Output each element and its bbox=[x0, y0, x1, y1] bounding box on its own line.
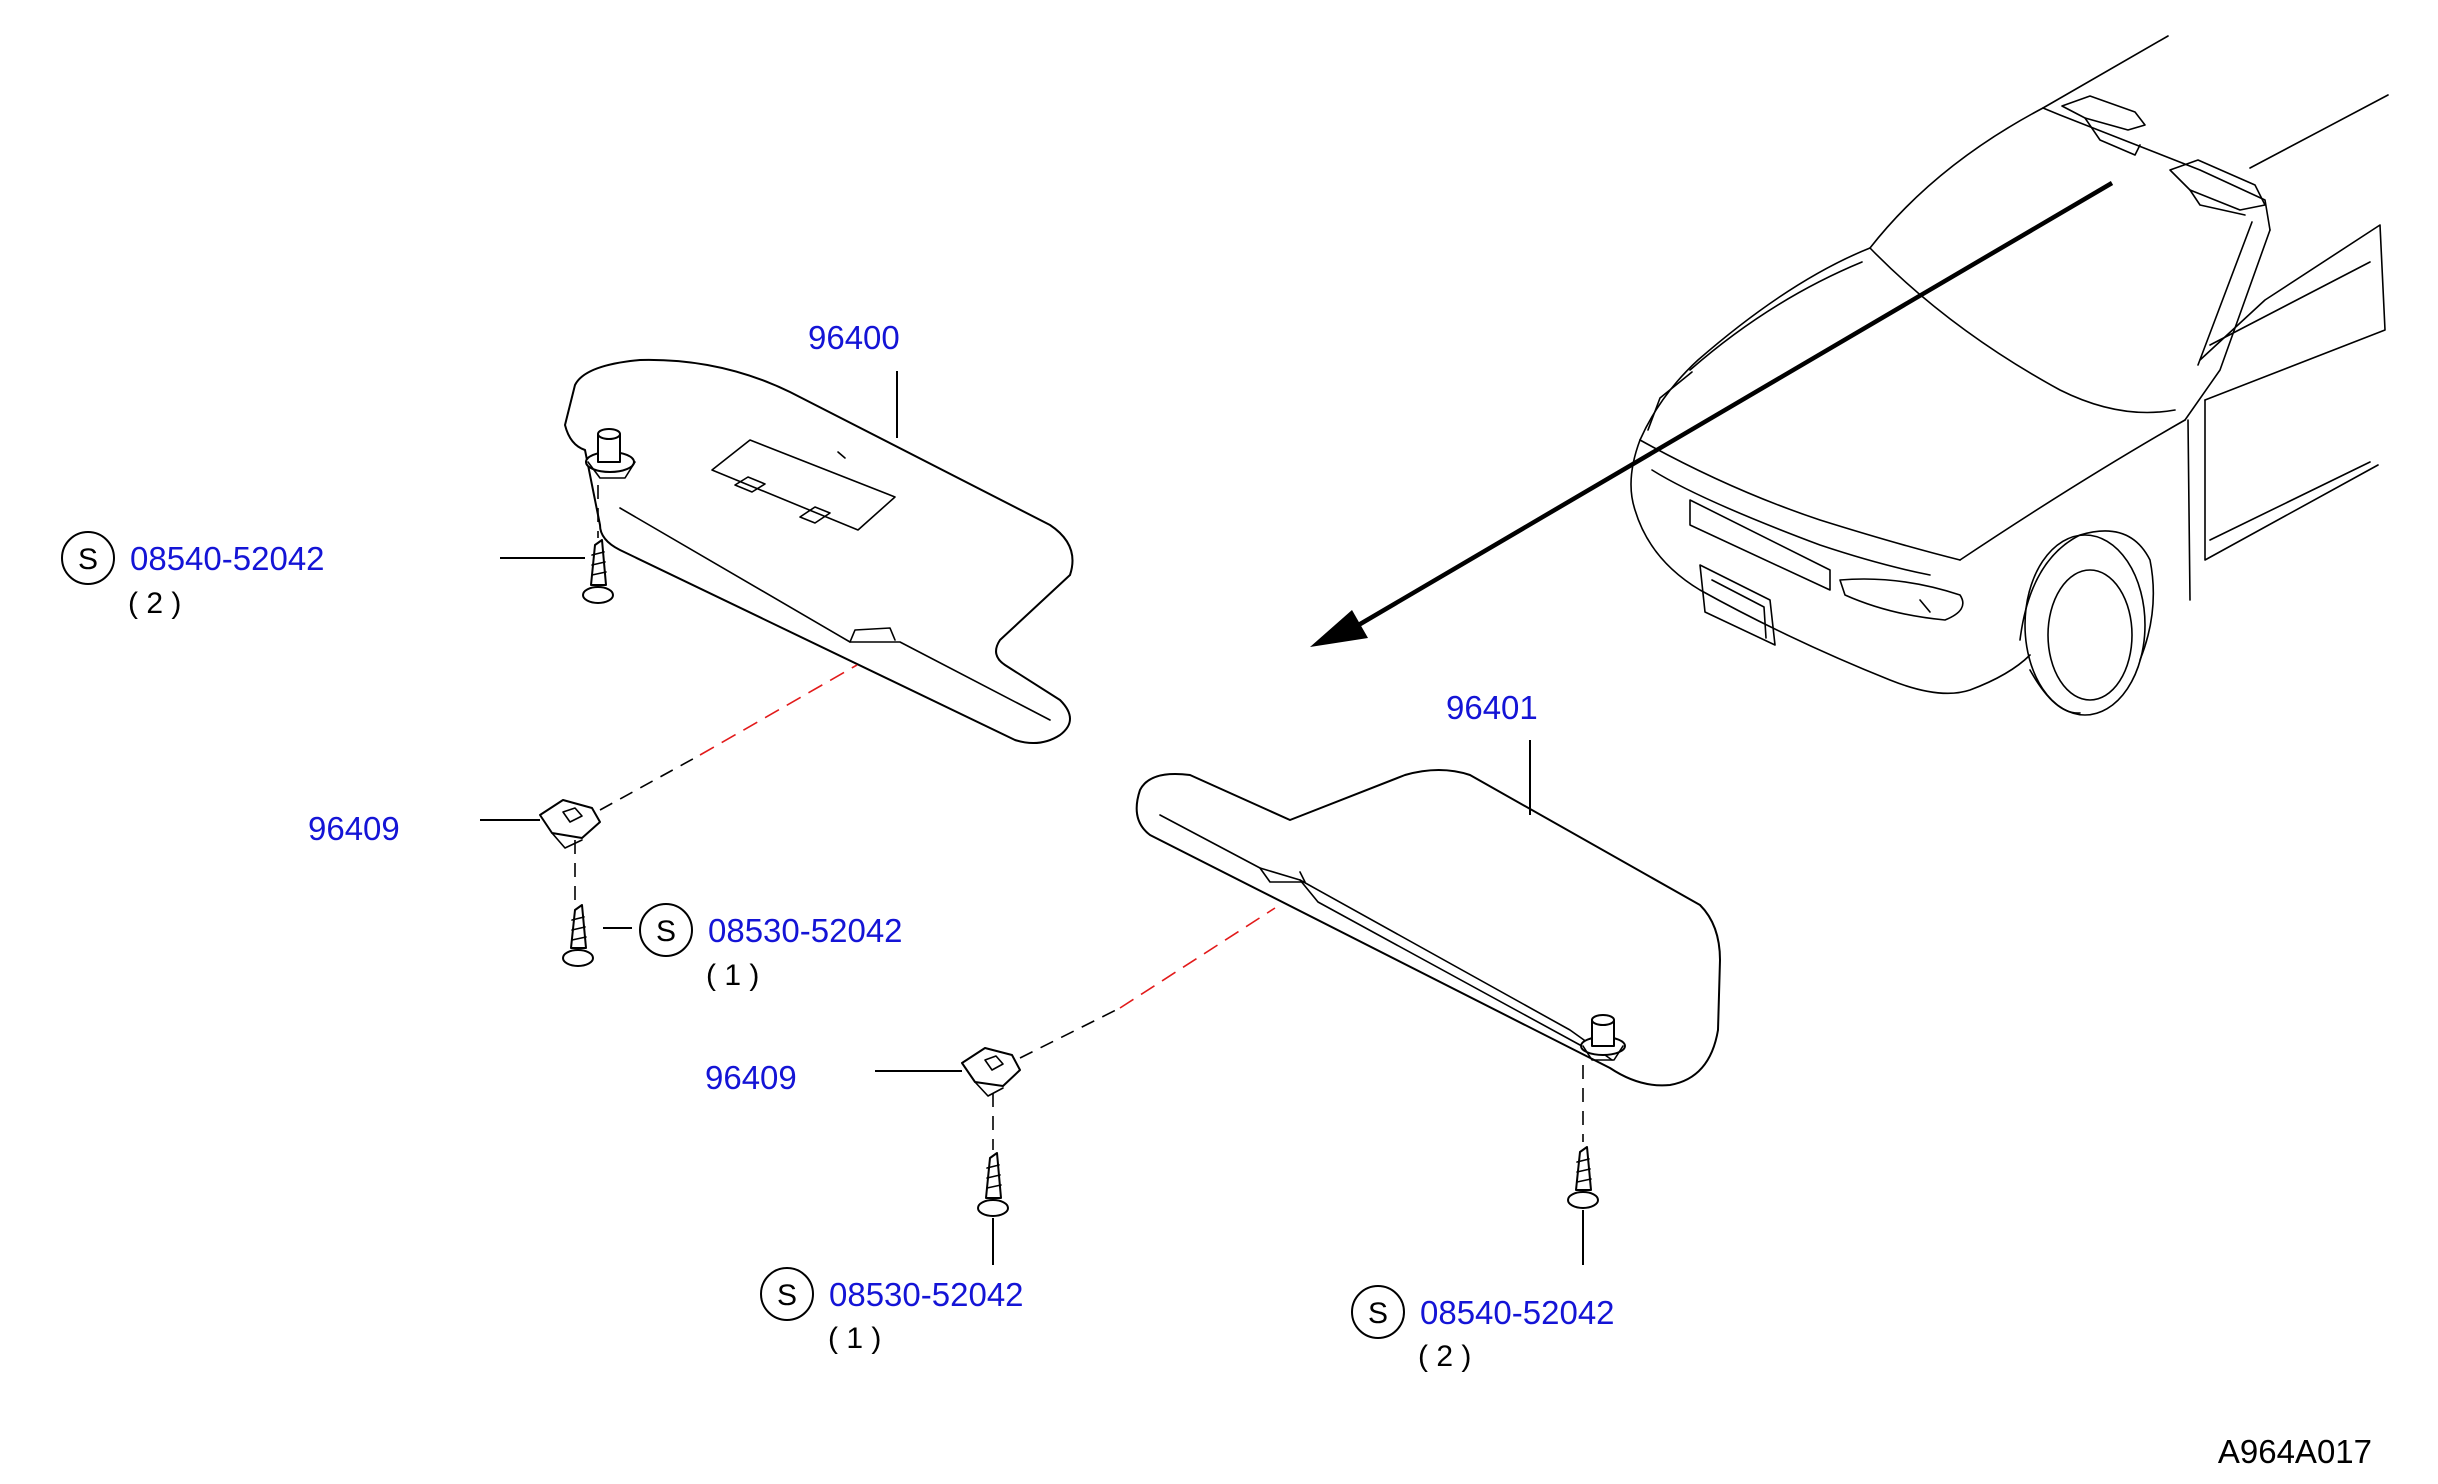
svg-text:( 1 ): ( 1 ) bbox=[706, 959, 759, 992]
svg-text:S: S bbox=[777, 1279, 797, 1312]
svg-text:S: S bbox=[656, 915, 676, 948]
sunvisor-right-drawing[interactable] bbox=[1135, 769, 1721, 1087]
svg-text:08540-52042: 08540-52042 bbox=[1420, 1294, 1615, 1331]
screw-label-visor-right[interactable]: S 08540-52042 ( 2 ) bbox=[1351, 1285, 1615, 1373]
labels: 96400 96401 96409 96409 S 08540-52042 ( … bbox=[61, 319, 2372, 1470]
svg-text:S: S bbox=[1368, 1297, 1388, 1330]
svg-text:( 2 ): ( 2 ) bbox=[1418, 1340, 1471, 1373]
svg-text:( 1 ): ( 1 ) bbox=[828, 1322, 881, 1355]
callout-sunvisor-right[interactable]: 96401 bbox=[1446, 689, 1538, 726]
s-symbol-icon bbox=[760, 1267, 814, 1321]
screw-label-holder-left[interactable]: S 08530-52042 ( 1 ) bbox=[639, 903, 903, 992]
sunvisor-left-drawing[interactable] bbox=[564, 358, 1074, 745]
holder-left-drawing[interactable] bbox=[539, 799, 601, 849]
s-symbol-icon bbox=[61, 531, 115, 585]
callout-sunvisor-left[interactable]: 96400 bbox=[808, 319, 900, 356]
direction-arrow bbox=[1310, 181, 2114, 647]
svg-text:08530-52042: 08530-52042 bbox=[708, 912, 903, 949]
screw-holder-right-drawing[interactable] bbox=[977, 1152, 1009, 1217]
callout-holder-left[interactable]: 96409 bbox=[308, 810, 400, 847]
diagram-code: A964A017 bbox=[2218, 1433, 2372, 1470]
svg-text:( 2 ): ( 2 ) bbox=[128, 587, 181, 620]
screw-visor-right-drawing[interactable] bbox=[1567, 1146, 1599, 1209]
screw-visor-left-drawing[interactable] bbox=[582, 539, 614, 604]
svg-text:08530-52042: 08530-52042 bbox=[829, 1276, 1024, 1313]
holder-right-drawing[interactable] bbox=[961, 1047, 1021, 1097]
screw-label-holder-right[interactable]: S 08530-52042 ( 1 ) bbox=[760, 1267, 1024, 1355]
callout-holder-right[interactable]: 96409 bbox=[705, 1059, 797, 1096]
svg-text:08540-52042: 08540-52042 bbox=[130, 540, 325, 577]
assembly-lines bbox=[574, 485, 1584, 1150]
leader-lines bbox=[480, 371, 1584, 1265]
s-symbol-icon bbox=[1351, 1285, 1405, 1339]
s-symbol-icon bbox=[639, 903, 693, 957]
screw-label-visor-left[interactable]: S 08540-52042 ( 2 ) bbox=[61, 531, 325, 620]
screw-holder-left-drawing[interactable] bbox=[562, 904, 594, 967]
svg-text:S: S bbox=[78, 543, 98, 576]
vehicle-illustration bbox=[1630, 35, 2389, 716]
